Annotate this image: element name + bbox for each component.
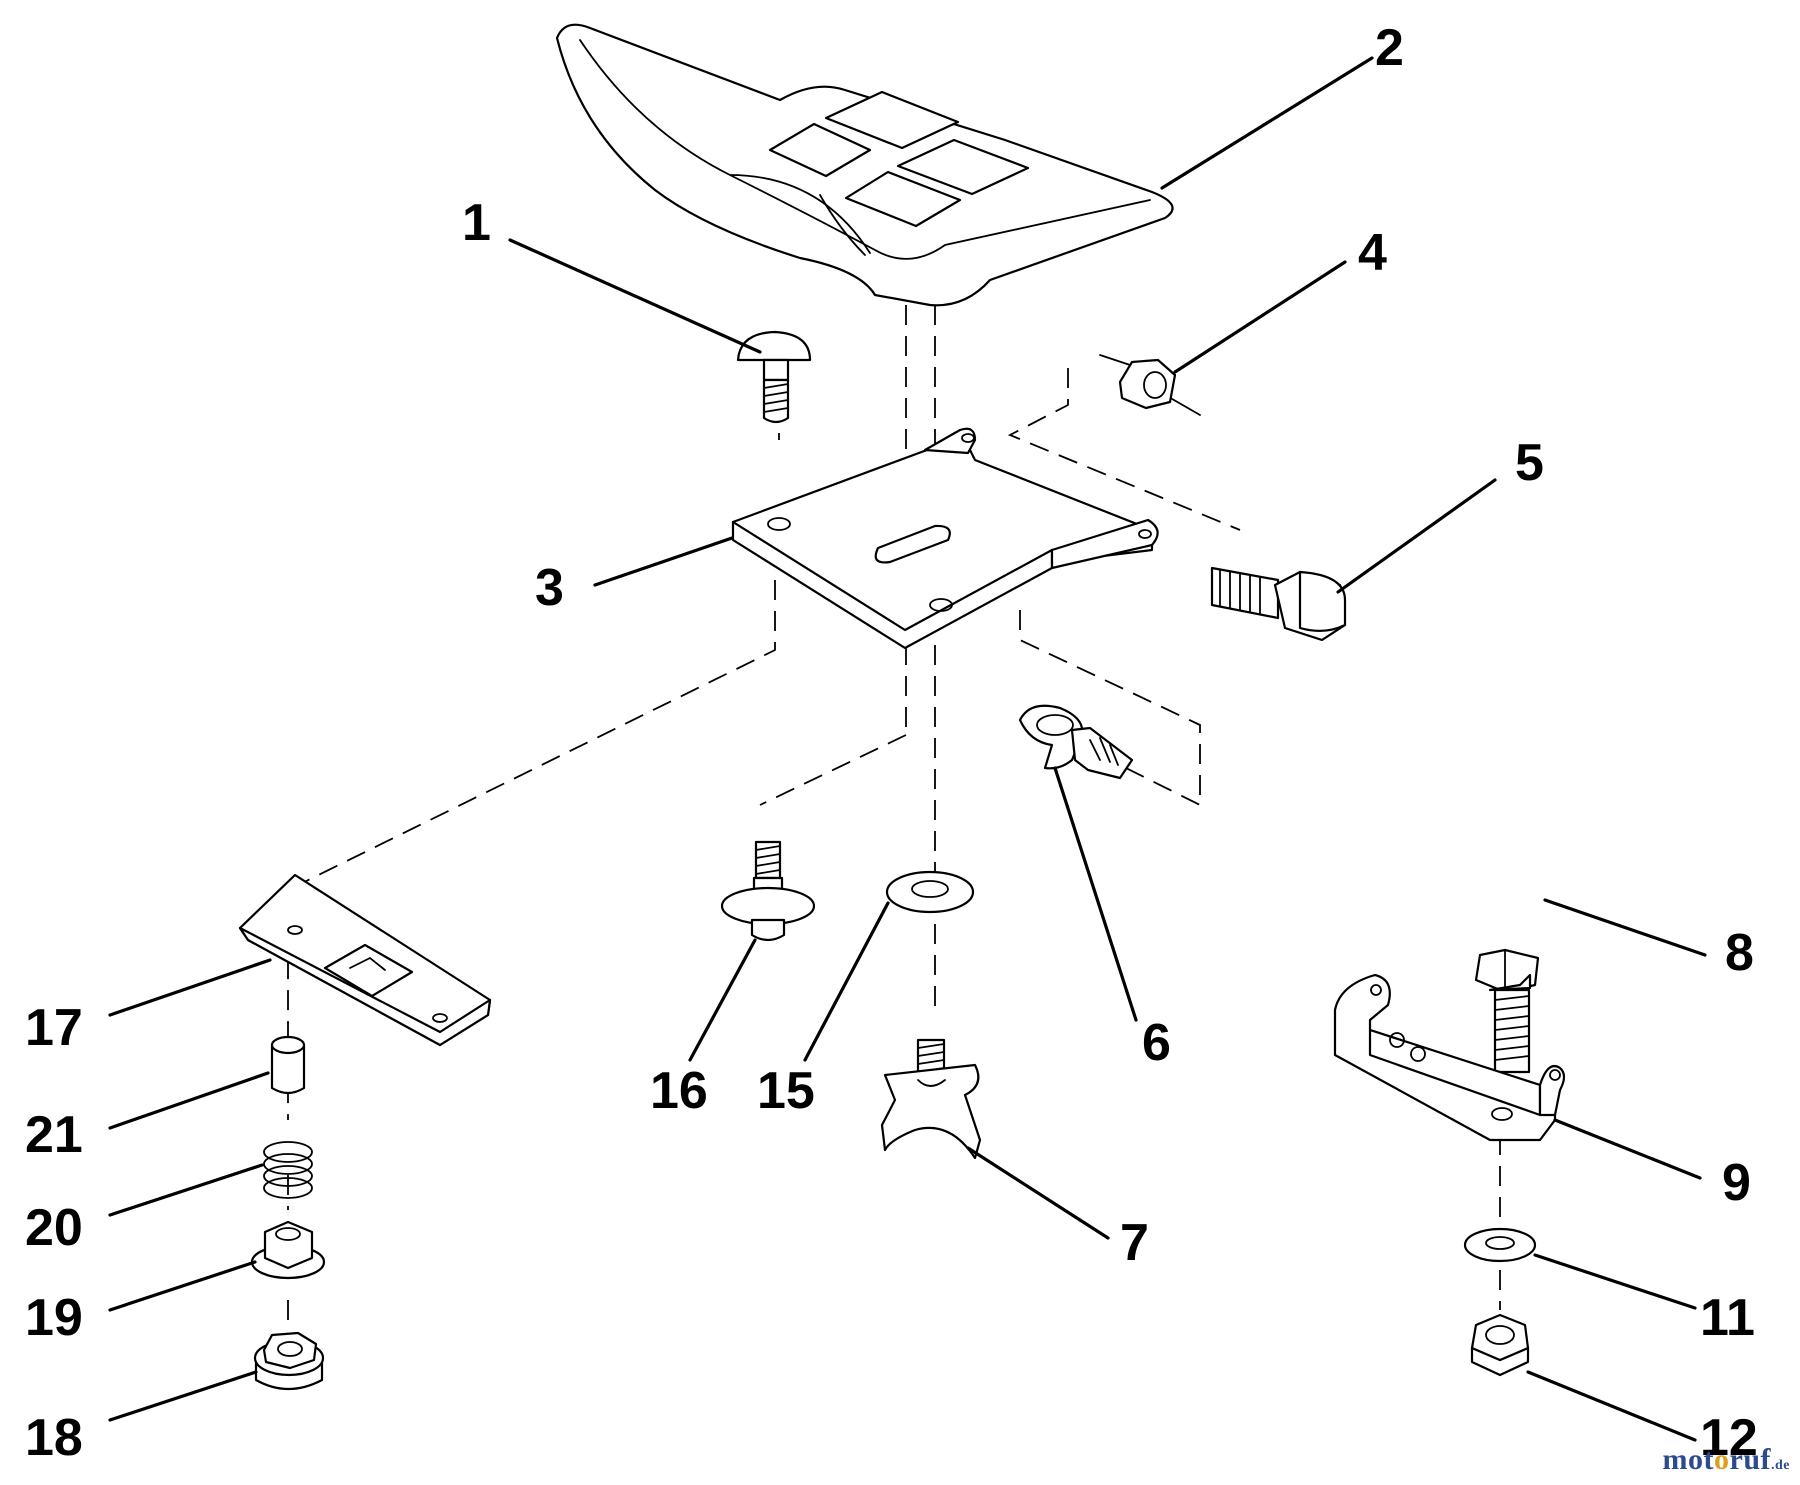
spring-part: [263, 1141, 313, 1199]
bracket-9-part: [1333, 973, 1566, 1142]
callout-16: 16: [650, 1062, 708, 1120]
seat-bracket-part: [731, 427, 1159, 650]
callout-6: 6: [1142, 1014, 1171, 1072]
callout-21: 21: [25, 1106, 83, 1164]
callout-labels: 1 2 3 4 5 6 7 8 9 11 12 15 16 17 18 19 2…: [25, 19, 1758, 1467]
knob-part: [880, 1038, 982, 1160]
callout-3: 3: [535, 559, 564, 617]
callout-15: 15: [757, 1062, 815, 1120]
callout-1: 1: [462, 194, 491, 252]
callout-9: 9: [1722, 1154, 1751, 1212]
nut-part: [1099, 354, 1201, 416]
flange-nut-19-part: [250, 1220, 326, 1280]
callout-7: 7: [1120, 1214, 1149, 1272]
watermark-prefix: mot: [1662, 1443, 1714, 1476]
watermark-rest: ruf: [1729, 1443, 1771, 1476]
callout-5: 5: [1515, 434, 1544, 492]
callout-12: 12: [1700, 1409, 1758, 1467]
clip-part: [1018, 704, 1134, 780]
flange-nut-18-part: [253, 1331, 325, 1390]
hex-bolt-part: [1210, 566, 1347, 642]
watermark-highlight: o: [1714, 1443, 1730, 1476]
callout-11: 11: [1700, 1289, 1755, 1347]
callout-18: 18: [25, 1409, 83, 1467]
nut-12-part: [1470, 1313, 1530, 1377]
motoruf-watermark-logo: motoruf.de: [1663, 1443, 1790, 1477]
leader-lines: [108, 56, 1707, 1442]
latch-plate-part: [238, 873, 492, 1047]
washer-11-part: [1463, 1227, 1537, 1263]
callout-17: 17: [25, 999, 83, 1057]
bolt-8-part: [1474, 948, 1540, 1074]
shoulder-bolt-part: [720, 840, 816, 942]
callout-2: 2: [1375, 19, 1404, 77]
watermark-suffix: .de: [1771, 1458, 1790, 1473]
carriage-bolt-part: [736, 330, 812, 424]
washer-part: [885, 870, 975, 914]
callout-8: 8: [1725, 924, 1754, 982]
pin-part: [270, 1035, 306, 1095]
callout-19: 19: [25, 1289, 83, 1347]
seat-part: [555, 23, 1174, 307]
callout-4: 4: [1358, 224, 1387, 282]
callout-20: 20: [25, 1199, 83, 1257]
assembly-guide-lines: [287, 305, 1501, 1325]
